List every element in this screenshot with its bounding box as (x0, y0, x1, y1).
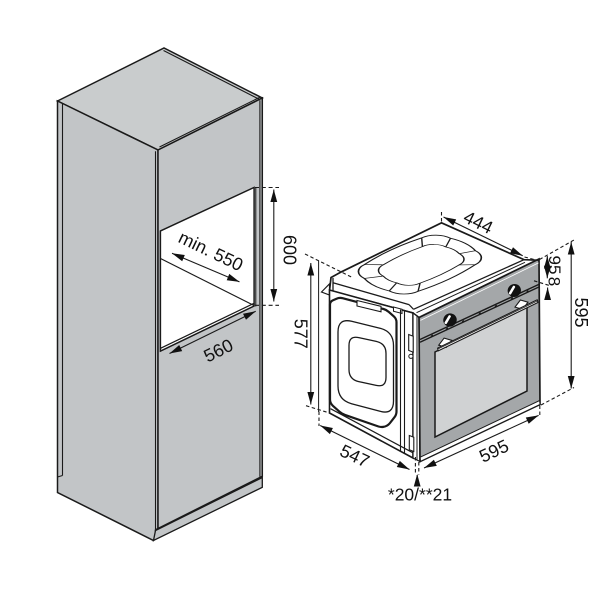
svg-text:8: 8 (544, 277, 563, 286)
svg-text:95: 95 (545, 256, 564, 275)
svg-text:*20/**21: *20/**21 (388, 485, 452, 505)
svg-text:577: 577 (290, 319, 310, 349)
svg-text:600: 600 (280, 235, 300, 265)
svg-text:595: 595 (571, 297, 591, 327)
